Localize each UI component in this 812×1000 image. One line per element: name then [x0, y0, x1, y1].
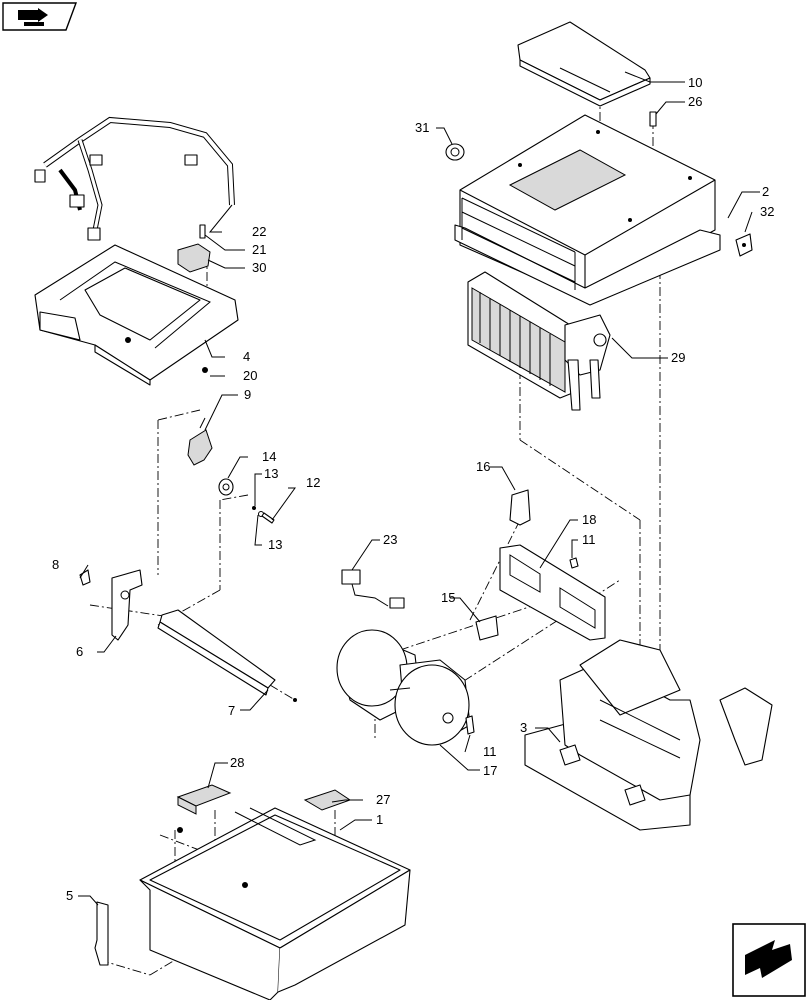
switch-part-23[interactable]	[341, 569, 405, 609]
bracket-part-5[interactable]	[94, 901, 109, 966]
callout-26: 26	[688, 94, 702, 109]
callout-8: 8	[52, 557, 59, 572]
callout-20: 20	[243, 368, 257, 383]
callout-29: 29	[671, 350, 685, 365]
screw-part-11-top[interactable]	[569, 557, 579, 569]
relay-part-30[interactable]	[177, 243, 211, 273]
callout-3: 3	[520, 720, 527, 735]
grommet-part-31[interactable]	[445, 143, 465, 161]
housing-part-3[interactable]	[524, 639, 773, 831]
plate-part-18[interactable]	[499, 544, 606, 641]
callout-11-bottom: 11	[483, 744, 497, 759]
callout-14: 14	[262, 449, 276, 464]
screw-part-12[interactable]	[261, 512, 275, 524]
callout-27: 27	[376, 792, 390, 807]
leader-lines	[78, 71, 760, 906]
callout-17: 17	[483, 763, 497, 778]
callout-11-top: 11	[582, 532, 596, 547]
callout-10: 10	[688, 75, 702, 90]
next-page-arrow-icon[interactable]	[732, 923, 806, 997]
mounting-strip-part-7[interactable]	[157, 609, 297, 702]
clip-part-32[interactable]	[735, 233, 753, 257]
callout-31: 31	[415, 120, 429, 135]
blower-part-17[interactable]	[336, 629, 471, 746]
callout-2: 2	[762, 184, 769, 199]
screw-part-21[interactable]	[199, 224, 206, 239]
wiring-harness-part-22[interactable]	[34, 116, 235, 241]
callout-18: 18	[582, 512, 596, 527]
callout-13-top: 13	[264, 466, 278, 481]
callout-labels: 10 26 31 2 32 29 22 21 30 4 20 9 14 13 1…	[52, 75, 774, 903]
callout-28: 28	[230, 755, 244, 770]
callout-30: 30	[252, 260, 266, 275]
callout-5: 5	[66, 888, 73, 903]
pad-part-28[interactable]	[176, 784, 232, 815]
callout-1: 1	[376, 812, 383, 827]
callout-9: 9	[244, 387, 251, 402]
callout-23: 23	[383, 532, 397, 547]
base-pan-part-1[interactable]	[139, 807, 411, 1000]
callout-13-bottom: 13	[268, 537, 282, 552]
callout-16: 16	[476, 459, 490, 474]
callout-32: 32	[760, 204, 774, 219]
clip-part-8[interactable]	[79, 569, 91, 586]
cover-part-10[interactable]	[517, 21, 651, 107]
frame-part-4[interactable]	[34, 244, 239, 386]
screw-part-20[interactable]	[202, 367, 208, 373]
bracket-part-15[interactable]	[475, 615, 499, 641]
bracket-part-6[interactable]	[111, 569, 143, 641]
callout-7: 7	[228, 703, 235, 718]
heater-box-part-2[interactable]	[454, 114, 721, 306]
heater-core-part-29[interactable]	[467, 271, 611, 411]
grommet-part-14[interactable]	[218, 478, 234, 496]
nut-part-13[interactable]	[252, 506, 256, 510]
callout-12: 12	[306, 475, 320, 490]
book-arrow-icon[interactable]	[2, 2, 78, 31]
resistor-part-16[interactable]	[509, 489, 531, 526]
sensor-part-9[interactable]	[187, 417, 213, 466]
callout-15: 15	[441, 590, 455, 605]
callout-22: 22	[252, 224, 266, 239]
screw-part-26[interactable]	[649, 111, 657, 127]
callout-6: 6	[76, 644, 83, 659]
callout-21: 21	[252, 242, 266, 257]
screw-part-11-bottom[interactable]	[465, 715, 475, 735]
callout-4: 4	[243, 349, 250, 364]
